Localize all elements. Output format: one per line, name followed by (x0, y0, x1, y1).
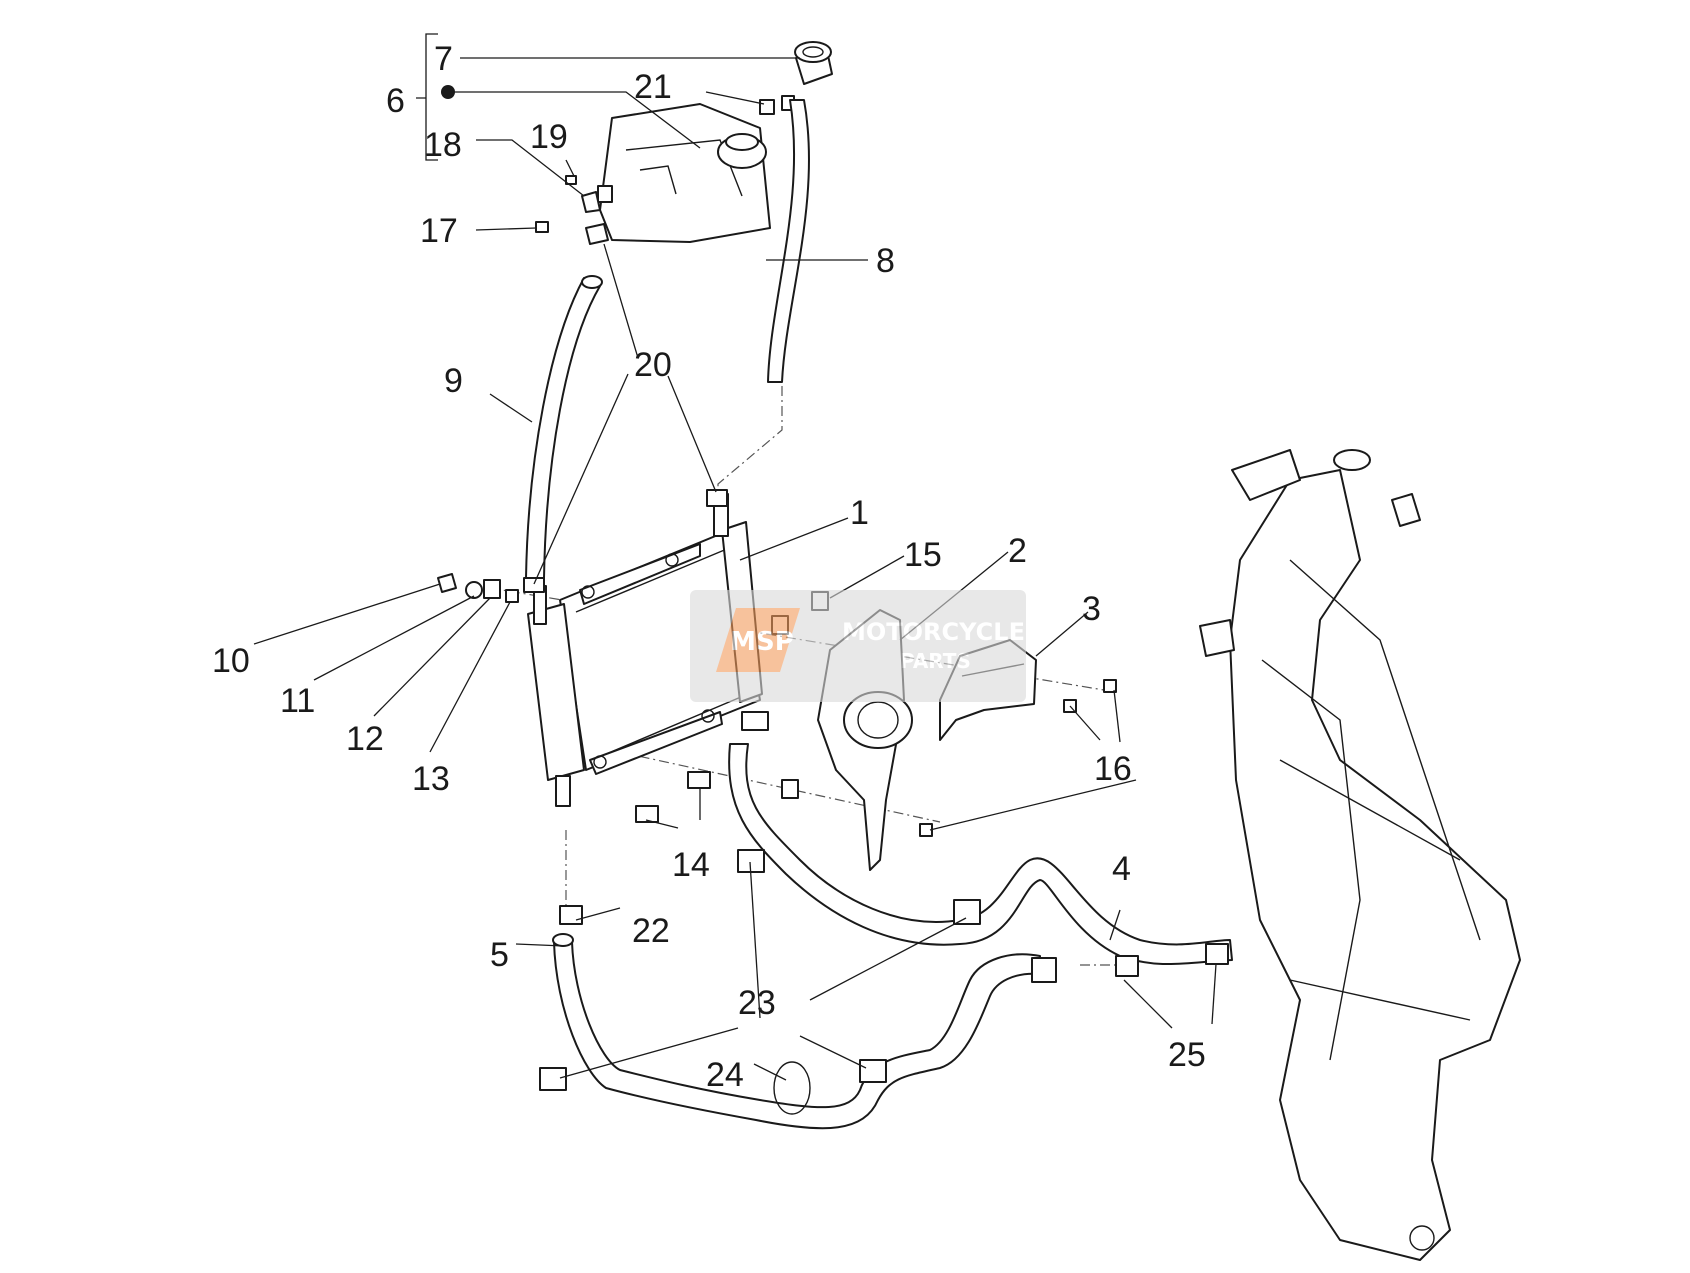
hose-4 (728, 743, 1233, 966)
grommet-14b (687, 771, 711, 789)
grommet-20b (523, 577, 545, 593)
filler-cap (794, 41, 833, 85)
expansion-tank (597, 103, 771, 243)
hose-connector (1031, 957, 1057, 983)
grommet-14a (635, 805, 659, 823)
clip-24 (773, 1061, 811, 1115)
centre-line-3 (619, 751, 941, 823)
frame (1199, 449, 1521, 1261)
watermark-line1: MOTORCYCLE (842, 618, 1025, 646)
callout-9: 9 (444, 362, 463, 400)
grommet-20a (706, 489, 728, 507)
screw-16a (1103, 679, 1117, 693)
callout-4: 4 (1112, 850, 1131, 888)
callout-2: 2 (1008, 532, 1027, 570)
centre-line-1 (717, 386, 783, 500)
callout-11: 11 (280, 682, 315, 720)
hose-9-end (581, 275, 603, 289)
callout-12: 12 (346, 720, 384, 758)
callout-1: 1 (850, 494, 869, 532)
clamp-25b (1205, 943, 1229, 965)
grommet-upper (741, 711, 769, 731)
screw-16c (919, 823, 933, 837)
hose-5-end (552, 933, 574, 947)
callout-23: 23 (738, 984, 776, 1022)
bush-12 (483, 579, 501, 599)
callout-13: 13 (412, 760, 450, 798)
bracket-18 (581, 191, 601, 213)
callout-5: 5 (490, 936, 509, 974)
bolt-10 (437, 573, 457, 593)
callout-15: 15 (904, 536, 942, 574)
clip-15c (781, 779, 799, 799)
clamp-22 (559, 905, 583, 925)
callout-19: 19 (530, 118, 568, 156)
hose-4-clamp (953, 899, 981, 925)
watermark-logo-text: MSP (730, 627, 794, 657)
callout-18: 18 (424, 126, 462, 164)
callout-3: 3 (1082, 590, 1101, 628)
leader-lines (253, 57, 1217, 1081)
callout-20: 20 (634, 346, 672, 384)
screw-17 (535, 221, 549, 233)
watermark-logo (716, 608, 800, 672)
callout-6: 6 (386, 82, 405, 120)
clamp-23b (539, 1067, 567, 1091)
hose-5 (553, 941, 1041, 1130)
overflow-hose (767, 99, 810, 383)
callout-22: 22 (632, 912, 670, 950)
callout-16: 16 (1094, 750, 1132, 788)
callout-8: 8 (876, 242, 895, 280)
hose-9 (525, 277, 601, 579)
clamp-25a (1115, 955, 1139, 977)
clamp-23c (859, 1059, 887, 1083)
bracket-6 (416, 33, 438, 161)
callout-10: 10 (212, 642, 250, 680)
watermark-line2: PARTS (900, 649, 971, 673)
callout-24: 24 (706, 1056, 744, 1094)
watermark: MSP MOTORCYCLE PARTS (690, 590, 1026, 702)
callout-21: 21 (634, 68, 672, 106)
spacer-13 (505, 589, 519, 603)
nut-21 (759, 99, 775, 115)
callout-7: 7 (434, 40, 453, 78)
washer-11 (465, 581, 483, 599)
callout-25: 25 (1168, 1036, 1206, 1074)
callout-14: 14 (672, 846, 710, 884)
callout-numbers: 1 2 3 4 5 6 7 8 9 10 11 12 13 14 15 16 1… (212, 40, 1206, 1094)
clamp-20-top (585, 223, 609, 245)
callout-17: 17 (420, 212, 458, 250)
